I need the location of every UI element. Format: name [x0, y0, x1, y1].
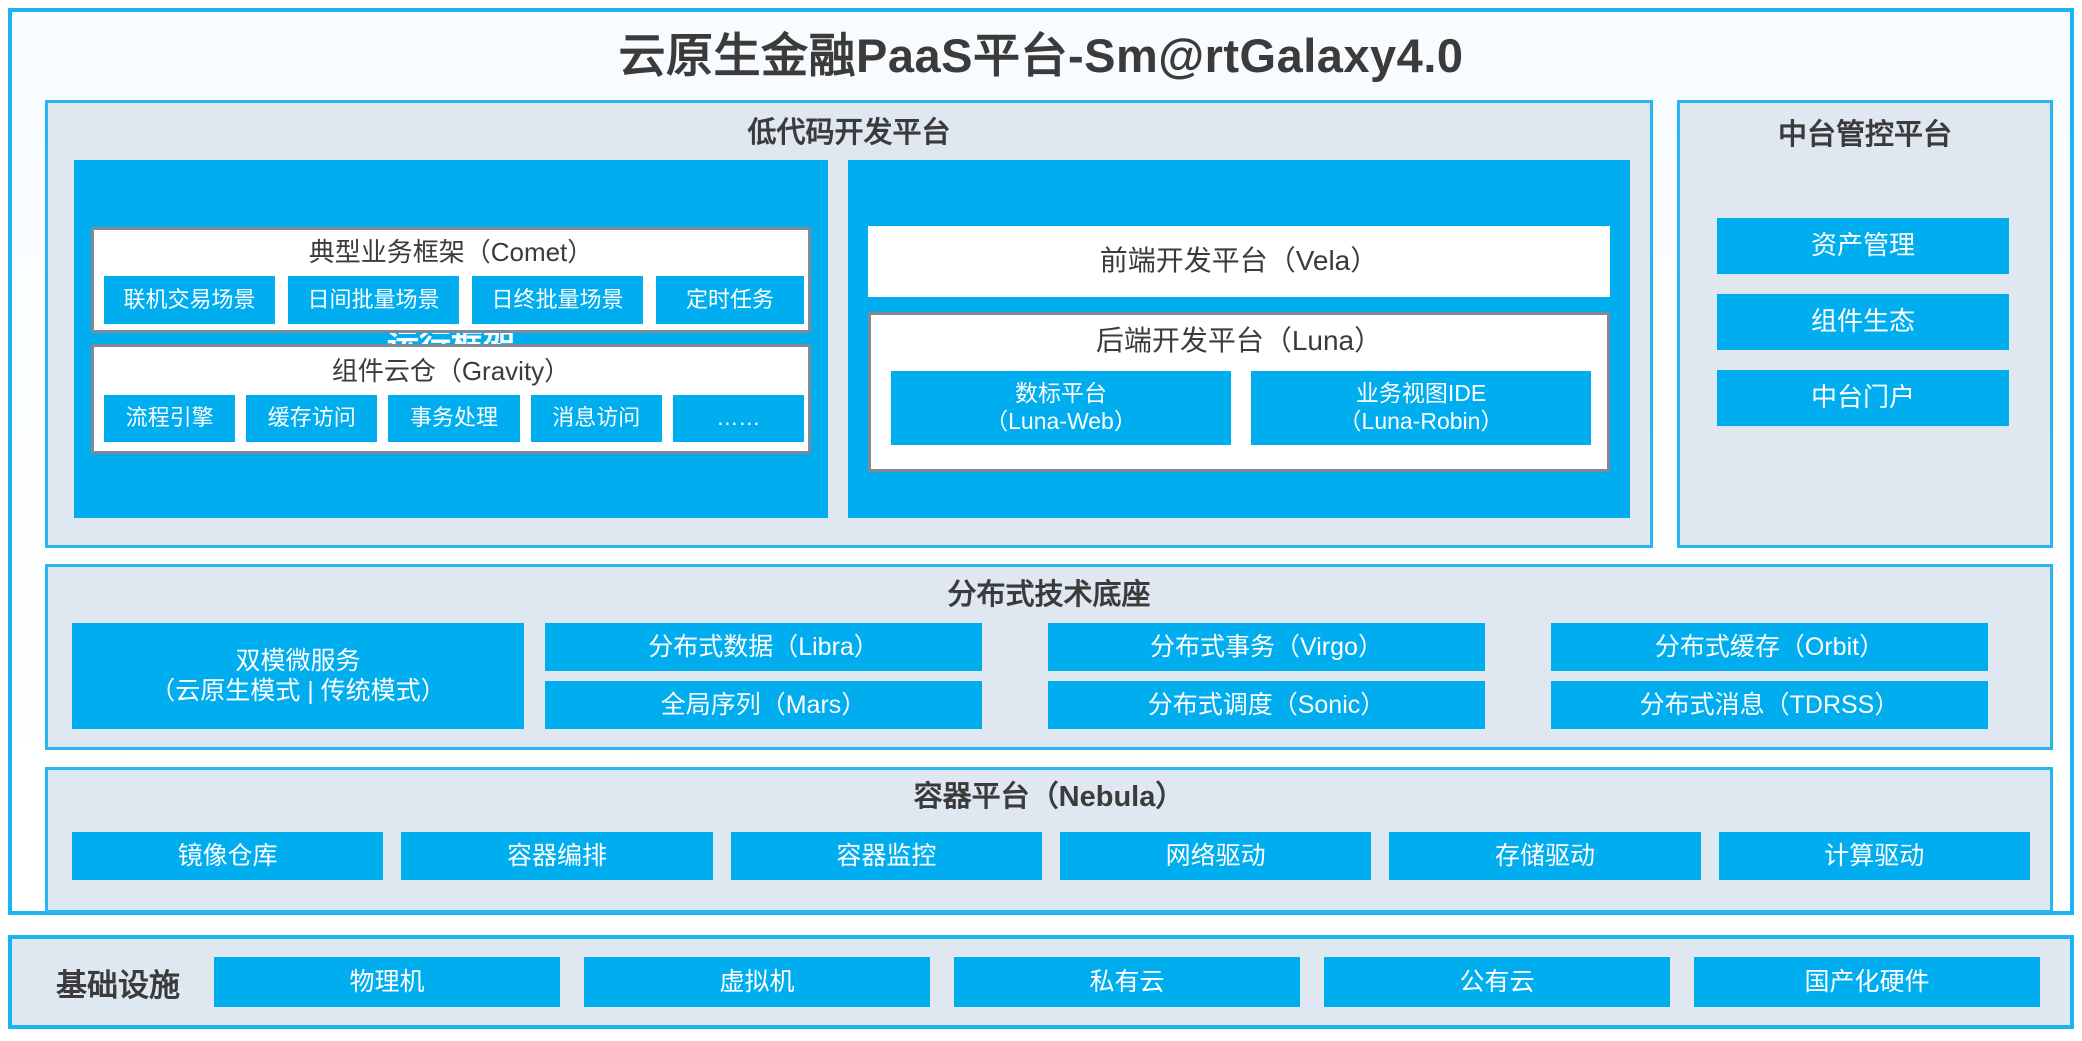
infrastructure-item-list: 物理机 虚拟机 私有云 公有云 国产化硬件	[214, 957, 2040, 1007]
frontend-platform-box: 前端开发平台（Vela）	[868, 226, 1610, 297]
midplatform-item-asset-management[interactable]: 资产管理	[1717, 218, 2009, 274]
gravity-item-message-access[interactable]: 消息访问	[530, 395, 662, 442]
distributed-column-1: 分布式数据（Libra） 全局序列（Mars）	[545, 623, 982, 729]
distributed-column-3: 分布式缓存（Orbit） 分布式消息（TDRSS）	[1551, 623, 1988, 729]
infrastructure-bar: 基础设施 物理机 虚拟机 私有云 公有云 国产化硬件	[8, 935, 2074, 1029]
dual-mode-microservice-box[interactable]: 双模微服务 （云原生模式 | 传统模式）	[72, 623, 524, 729]
page-title: 云原生金融PaaS平台-Sm@rtGalaxy4.0	[618, 29, 1464, 82]
comet-framework-box: 典型业务框架（Comet） 联机交易场景 日间批量场景 日终批量场景 定时任务	[91, 227, 811, 333]
infrastructure-item-physical-machine[interactable]: 物理机	[214, 957, 560, 1007]
infrastructure-label: 基础设施	[56, 967, 180, 1003]
comet-item-eod-batch[interactable]: 日终批量场景	[472, 276, 643, 324]
container-item-monitoring[interactable]: 容器监控	[730, 832, 1042, 880]
container-item-storage-driver[interactable]: 存储驱动	[1389, 832, 1701, 880]
distributed-item-mars[interactable]: 全局序列（Mars）	[545, 681, 982, 729]
infrastructure-item-virtual-machine[interactable]: 虚拟机	[584, 957, 930, 1007]
comet-framework-title: 典型业务框架（Comet）	[308, 237, 594, 267]
distributed-base-panel: 分布式技术底座 双模微服务 （云原生模式 | 传统模式） 分布式数据（Libra…	[45, 564, 2053, 750]
container-item-orchestration[interactable]: 容器编排	[401, 832, 713, 880]
gravity-item-process-engine[interactable]: 流程引擎	[104, 395, 236, 442]
distributed-item-orbit[interactable]: 分布式缓存（Orbit）	[1551, 623, 1988, 671]
diagram-outer-frame: 云原生金融PaaS平台-Sm@rtGalaxy4.0 低代码开发平台 运行框架 …	[8, 8, 2074, 915]
infrastructure-item-private-cloud[interactable]: 私有云	[954, 957, 1300, 1007]
backend-item-luna-robin-name: 业务视图IDE	[1355, 380, 1487, 407]
container-item-network-driver[interactable]: 网络驱动	[1059, 832, 1372, 880]
lowcode-platform-title: 低代码开发平台	[747, 117, 951, 149]
comet-item-online-trade[interactable]: 联机交易场景	[104, 276, 275, 324]
comet-item-intraday-batch[interactable]: 日间批量场景	[288, 276, 459, 324]
midplatform-title: 中台管控平台	[1777, 119, 1952, 151]
distributed-item-tdrss[interactable]: 分布式消息（TDRSS）	[1551, 681, 1988, 729]
distributed-item-sonic[interactable]: 分布式调度（Sonic）	[1048, 681, 1485, 729]
container-item-image-registry[interactable]: 镜像仓库	[72, 832, 384, 880]
gravity-item-cache-access[interactable]: 缓存访问	[246, 395, 378, 442]
backend-platform-item-list: 数标平台 （Luna-Web） 业务视图IDE （Luna-Robin）	[891, 371, 1591, 445]
distributed-item-virgo[interactable]: 分布式事务（Virgo）	[1048, 623, 1485, 671]
container-item-compute-driver[interactable]: 计算驱动	[1718, 832, 2030, 880]
distributed-base-title: 分布式技术底座	[947, 579, 1151, 611]
gravity-item-list: 流程引擎 缓存访问 事务处理 消息访问 ……	[104, 395, 805, 442]
comet-item-list: 联机交易场景 日间批量场景 日终批量场景 定时任务	[104, 276, 804, 324]
midplatform-item-component-ecosystem[interactable]: 组件生态	[1717, 294, 2009, 350]
infrastructure-item-domestic-hardware[interactable]: 国产化硬件	[1694, 957, 2040, 1007]
backend-item-luna-robin-code: （Luna-Robin）	[1338, 408, 1504, 434]
backend-item-luna-robin[interactable]: 业务视图IDE （Luna-Robin）	[1251, 371, 1591, 445]
backend-item-luna-web-name: 数标平台	[1015, 380, 1107, 407]
distributed-column-2: 分布式事务（Virgo） 分布式调度（Sonic）	[1048, 623, 1485, 729]
gravity-repository-box: 组件云仓（Gravity） 流程引擎 缓存访问 事务处理 消息访问 ……	[91, 344, 811, 454]
runtime-framework-box: 运行框架 典型业务框架（Comet） 联机交易场景 日间批量场景 日终批量场景 …	[74, 160, 828, 518]
distributed-item-libra[interactable]: 分布式数据（Libra）	[545, 623, 982, 671]
infrastructure-item-public-cloud[interactable]: 公有云	[1324, 957, 1670, 1007]
container-platform-panel: 容器平台（Nebula） 镜像仓库 容器编排 容器监控 网络驱动 存储驱动 计算…	[45, 767, 2053, 913]
comet-item-scheduled-task[interactable]: 定时任务	[656, 276, 804, 324]
backend-item-luna-web[interactable]: 数标平台 （Luna-Web）	[891, 371, 1231, 445]
gravity-repository-title: 组件云仓（Gravity）	[331, 356, 571, 386]
midplatform-panel: 中台管控平台 资产管理 组件生态 中台门户	[1677, 100, 2053, 548]
backend-platform-title: 后端开发平台（Luna）	[1095, 325, 1383, 356]
lowcode-platform-panel: 低代码开发平台 运行框架 典型业务框架（Comet） 联机交易场景 日间批量场景…	[45, 100, 1653, 548]
frontend-platform-label: 前端开发平台（Vela）	[1099, 245, 1379, 277]
container-platform-title: 容器平台（Nebula）	[913, 781, 1185, 813]
midplatform-item-portal[interactable]: 中台门户	[1717, 370, 2009, 426]
container-item-list: 镜像仓库 容器编排 容器监控 网络驱动 存储驱动 计算驱动	[72, 832, 2030, 880]
dual-mode-microservice-line1: 双模微服务	[235, 646, 361, 675]
backend-platform-box: 后端开发平台（Luna） 数标平台 （Luna-Web） 业务视图IDE （Lu…	[868, 312, 1610, 472]
gravity-item-transaction[interactable]: 事务处理	[388, 395, 520, 442]
dual-mode-microservice-line2: （云原生模式 | 传统模式）	[150, 677, 446, 705]
gravity-item-more[interactable]: ……	[672, 395, 805, 442]
development-platform-box: 开发平台 前端开发平台（Vela） 后端开发平台（Luna） 数标平台 （Lun…	[848, 160, 1630, 518]
backend-item-luna-web-code: （Luna-Web）	[985, 408, 1137, 434]
